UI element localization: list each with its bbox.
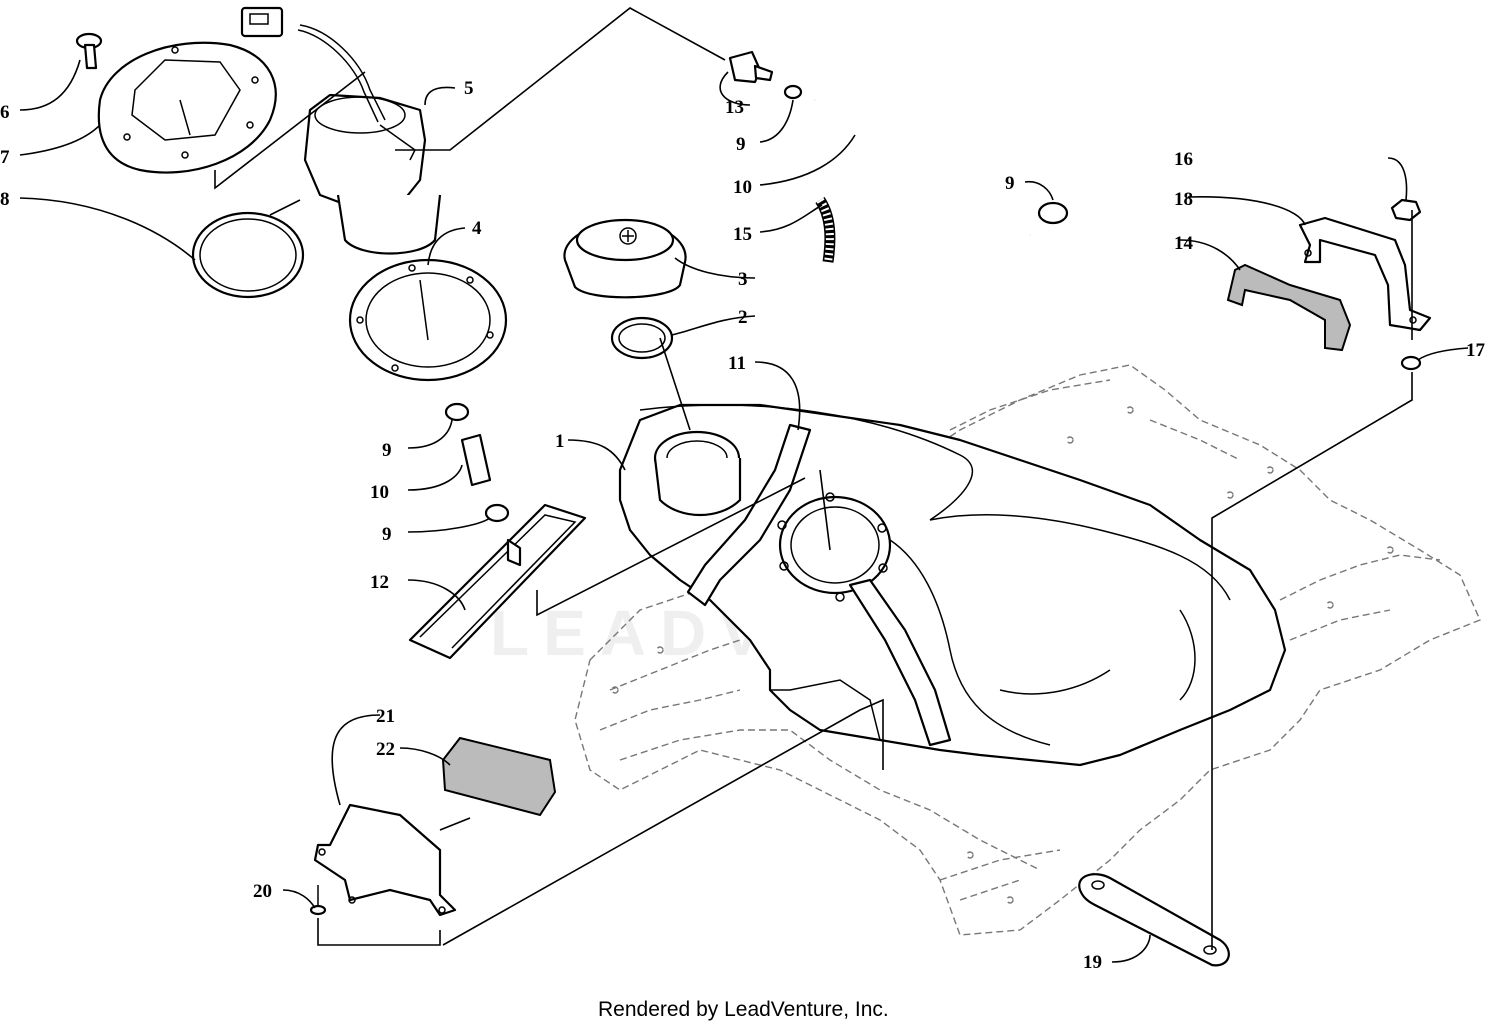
heat-shield (313, 803, 457, 917)
callout-20: 20 (253, 881, 272, 902)
callout-5: 5 (464, 78, 474, 99)
callout-10: 10 (370, 482, 389, 503)
callout-1: 1 (555, 431, 565, 452)
callout-9: 9 (382, 440, 392, 461)
callout-9: 9 (736, 134, 746, 155)
callout-19: 19 (1083, 952, 1102, 973)
callout-8: 8 (0, 189, 10, 210)
callout-2: 2 (738, 307, 748, 328)
callout-14: 14 (1174, 233, 1194, 254)
lower-tank-strap (1078, 873, 1230, 967)
bracket-nut (1390, 198, 1422, 222)
callout-21: 21 (376, 706, 395, 727)
corrugated-sleeve (815, 196, 836, 263)
cap-gasket (610, 316, 674, 360)
vent-fitting (728, 50, 803, 100)
vent-hose (812, 94, 1034, 279)
pump-mounting-plate (348, 258, 508, 382)
callout-16: 16 (1174, 149, 1193, 170)
screw (75, 32, 103, 70)
bracket-foam-pad (1226, 263, 1352, 352)
frame-chassis (574, 364, 1481, 936)
callout-6: 6 (0, 102, 10, 123)
callout-7: 7 (0, 147, 10, 168)
callout-10: 10 (733, 177, 752, 198)
leader-lines (19, 7, 1469, 963)
hose-clamps-lower (444, 402, 510, 523)
fuel-filter (408, 503, 587, 660)
callout-3: 3 (738, 269, 748, 290)
vent-hose-clamp (1037, 201, 1069, 225)
bracket-washer (1400, 355, 1422, 371)
callout-4: 4 (472, 218, 482, 239)
push-rivet (309, 885, 327, 916)
callout-12: 12 (370, 572, 389, 593)
callout-11: 11 (728, 353, 746, 374)
o-ring-seal (191, 211, 305, 299)
shield-foam (441, 736, 557, 817)
lock-ring (97, 41, 277, 174)
callout-9: 9 (382, 524, 392, 545)
fuel-cap (563, 218, 687, 299)
callout-15: 15 (733, 224, 752, 245)
tank-strap-bracket (1298, 216, 1432, 332)
callout-13: 13 (725, 97, 744, 118)
fuel-pump (240, 6, 442, 255)
callout-22: 22 (376, 739, 395, 760)
callout-17: 17 (1466, 340, 1486, 361)
footer-credit: Rendered by LeadVenture, Inc. (598, 998, 889, 1021)
callout-18: 18 (1174, 189, 1193, 210)
callout-9: 9 (1005, 173, 1015, 194)
fuel-tank (618, 403, 1287, 767)
callout-labels: 6 7 8 5 4 9 10 9 12 13 9 10 15 9 3 2 11 … (0, 78, 1486, 973)
